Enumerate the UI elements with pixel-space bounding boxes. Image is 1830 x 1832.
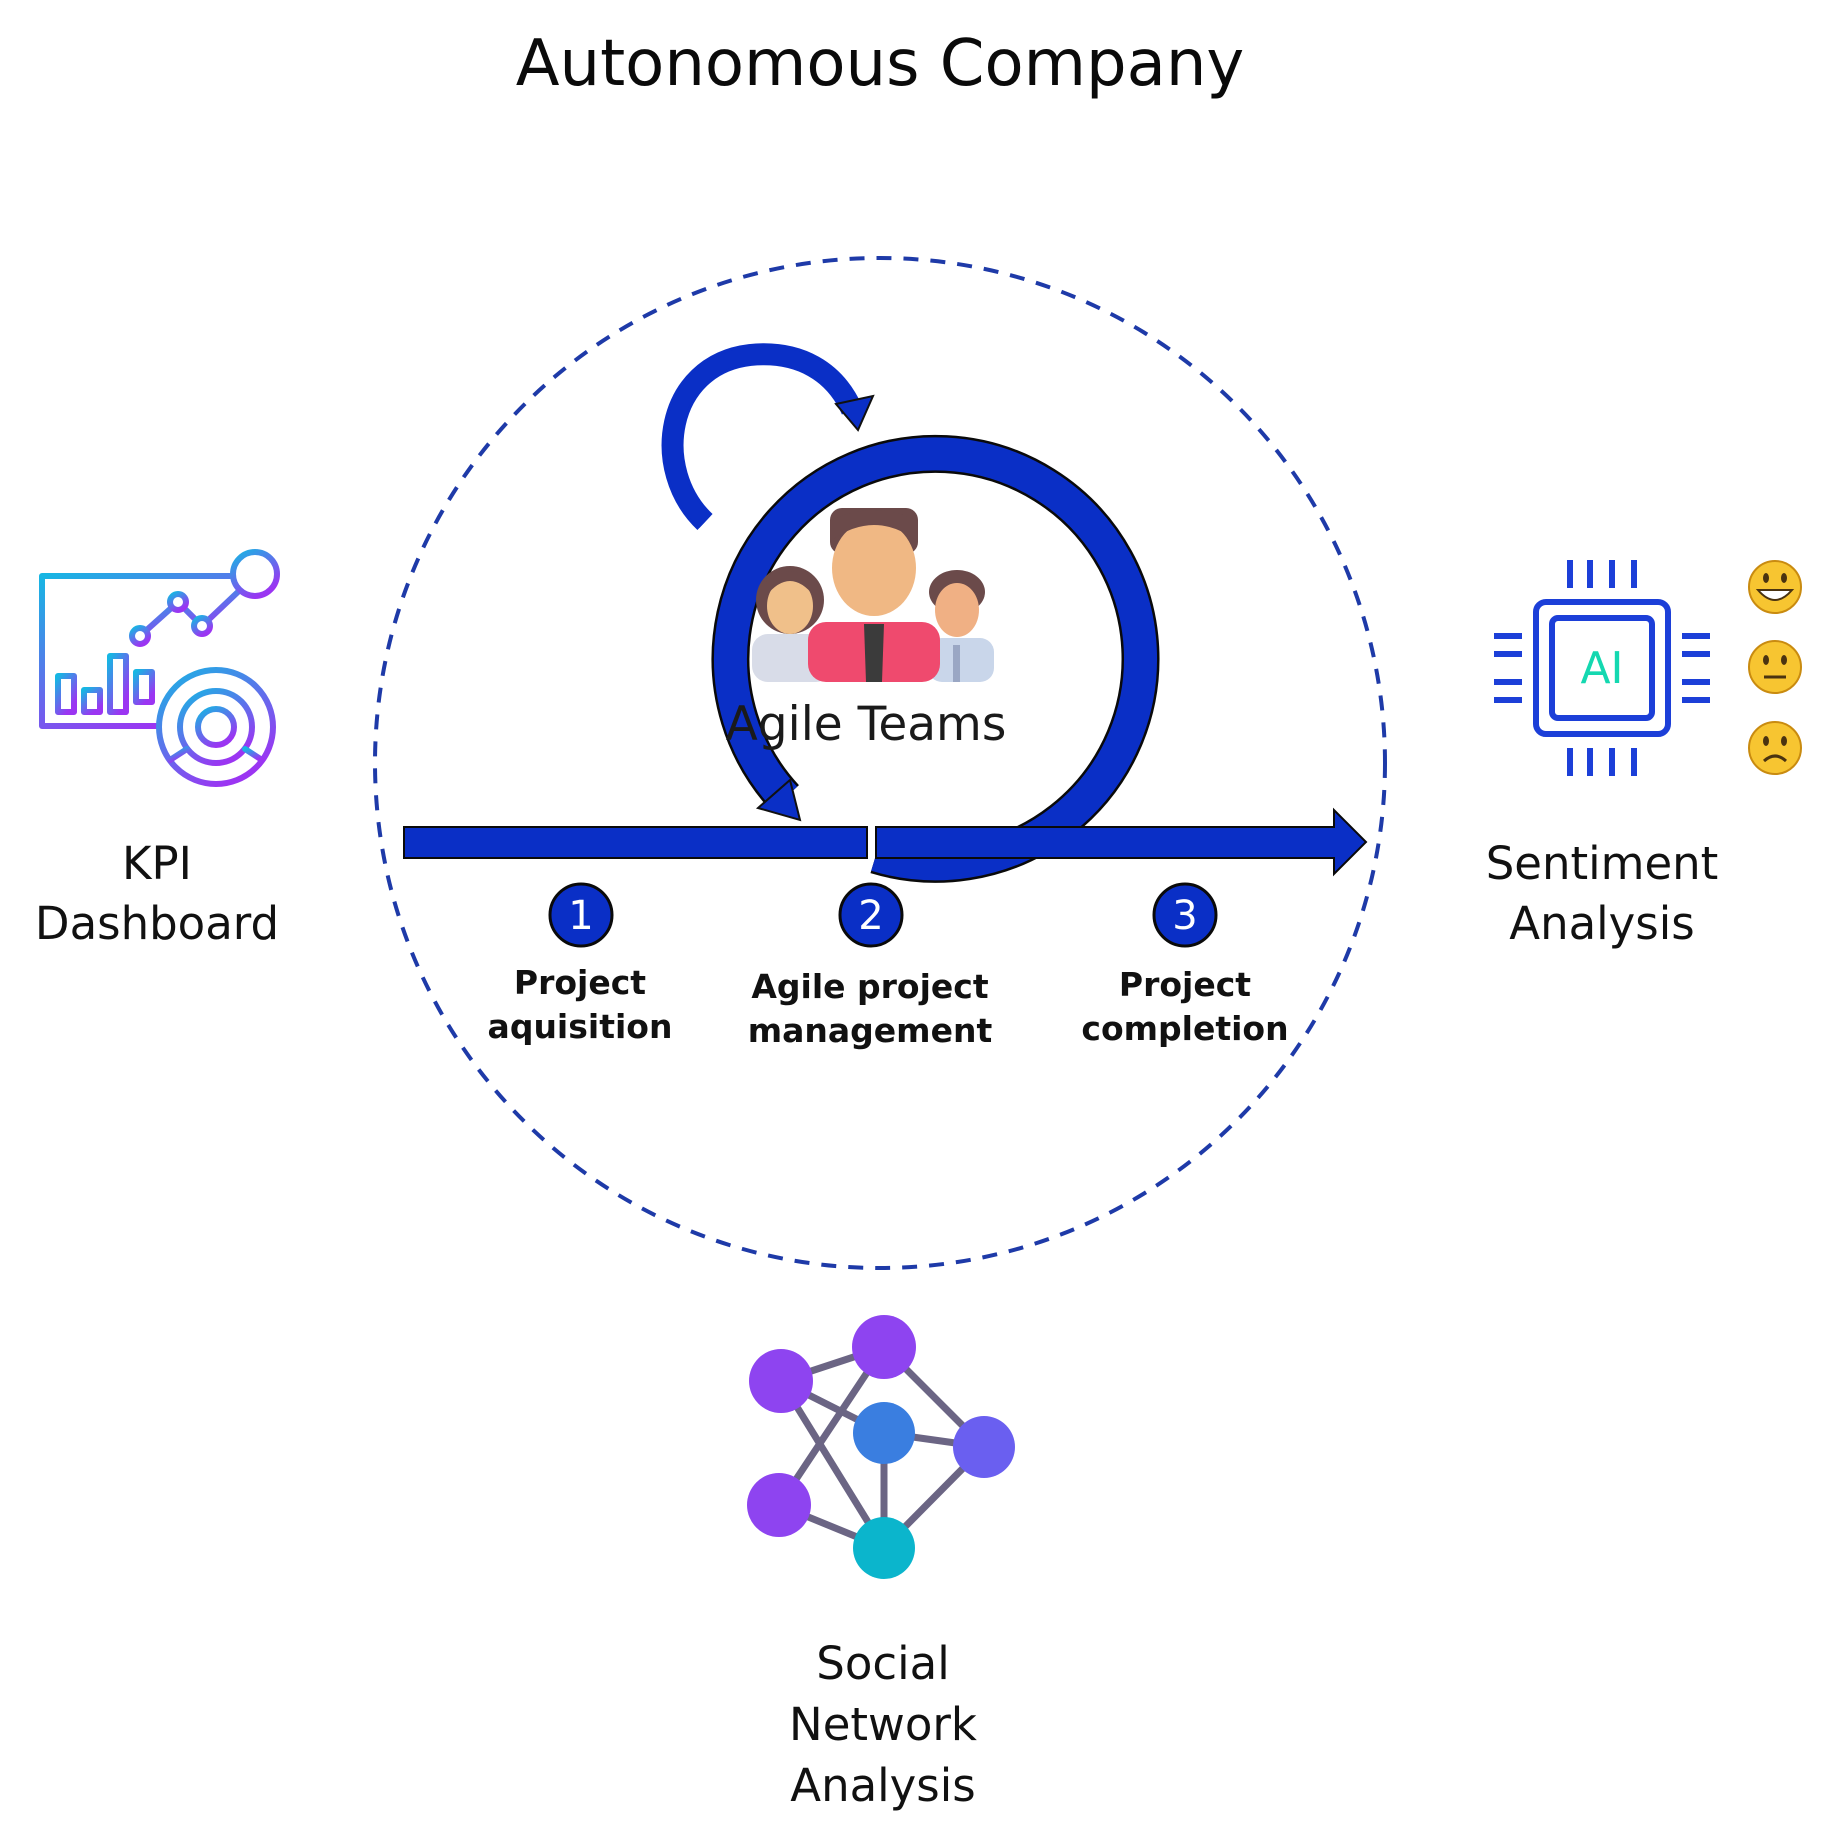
- iteration-loop-arrow: [661, 343, 875, 530]
- step-1-label-line-2: aquisition: [488, 1007, 673, 1046]
- step-3-badge: [1152, 882, 1218, 948]
- step-3-label-line-2: completion: [1081, 1009, 1288, 1048]
- kpi-dashboard-icon: [39, 549, 280, 787]
- kpi-label-line-2: Dashboard: [35, 897, 279, 950]
- slightly-frowning-face-icon: [1748, 721, 1802, 775]
- social-label-line-2: Network: [789, 1698, 977, 1751]
- kpi-label-line-1: KPI: [122, 837, 192, 890]
- step-2-label-line-1: Agile project: [751, 967, 988, 1006]
- step-3-number: 3: [1172, 893, 1197, 939]
- grinning-face-icon: [1748, 560, 1802, 614]
- step-3-label-line-1: Project: [1119, 965, 1251, 1004]
- step-1: 1 Project aquisition: [488, 882, 673, 1046]
- step-3: 3 Project completion: [1081, 882, 1289, 1048]
- step-2-badge: [838, 882, 904, 948]
- sentiment-label-line-2: Analysis: [1509, 897, 1694, 950]
- social-label-line-1: Social: [816, 1637, 949, 1690]
- step-2-number: 2: [858, 893, 883, 939]
- social-label-line-3: Analysis: [790, 1759, 975, 1812]
- step-1-badge: [548, 882, 614, 948]
- page-title: Autonomous Company: [516, 27, 1245, 101]
- step-2-label-line-2: management: [748, 1011, 993, 1050]
- network-graph-icon: [747, 1315, 1015, 1579]
- center-label: Agile Teams: [726, 697, 1007, 752]
- ai-chip-text: AI: [1580, 643, 1623, 694]
- sentiment-label-line-1: Sentiment: [1486, 837, 1719, 890]
- project-flow-arrow: [403, 807, 1368, 877]
- team-people-icon: [752, 508, 994, 682]
- step-1-label-line-1: Project: [514, 963, 646, 1002]
- neutral-face-icon: [1748, 640, 1802, 694]
- company-boundary-circle: [373, 256, 1387, 1270]
- ai-chip-icon: AI: [1494, 560, 1710, 776]
- step-1-number: 1: [568, 893, 593, 939]
- step-2: 2 Agile project management: [748, 882, 993, 1050]
- agile-loop-ring: [711, 434, 1160, 883]
